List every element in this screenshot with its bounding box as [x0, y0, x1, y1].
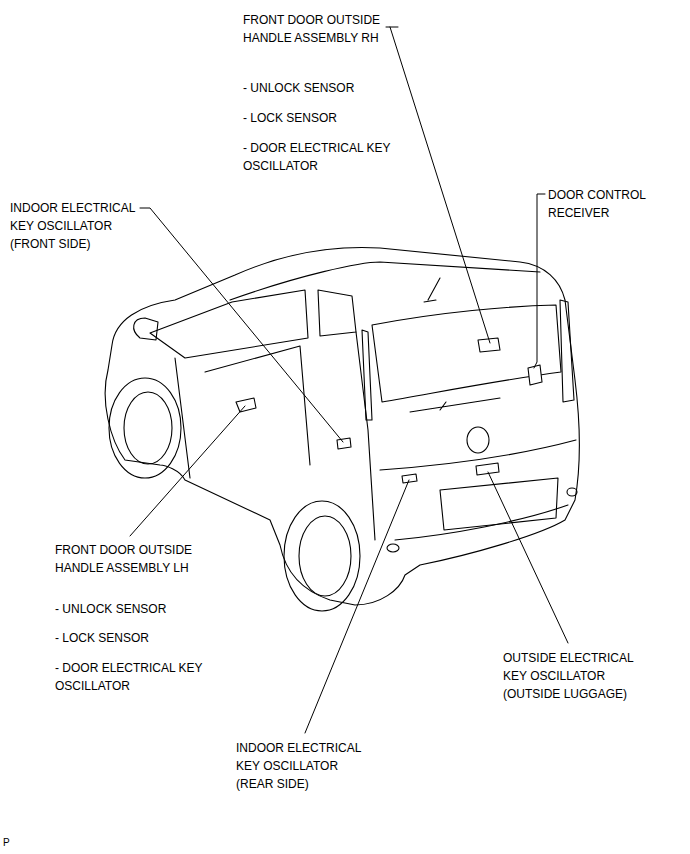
door-line: [175, 358, 190, 478]
callout-label: INDOOR ELECTRICAL KEY OSCILLATOR (REAR S…: [236, 739, 374, 793]
leader-line: [140, 208, 343, 442]
leader-line: [386, 27, 490, 343]
front-wheel-rim: [124, 392, 172, 464]
callout-label: OUTSIDE ELECTRICAL KEY OSCILLATOR (OUTSI…: [503, 649, 648, 703]
door-control-receiver: [528, 365, 542, 385]
callout-label: - UNLOCK SENSOR: [55, 600, 225, 618]
key-oscillator: [476, 463, 499, 475]
callout-label: FRONT DOOR OUTSIDE HANDLE ASSEMBLY RH: [243, 11, 393, 47]
callout-label: - LOCK SENSOR: [243, 109, 413, 127]
rear-bumper: [395, 505, 568, 540]
callout-label: DOOR CONTROL RECEIVER: [548, 186, 663, 222]
callout-label: INDOOR ELECTRICAL KEY OSCILLATOR (FRONT …: [10, 199, 148, 253]
body-line: [230, 262, 540, 300]
door-line: [205, 346, 310, 465]
reflector: [567, 488, 577, 496]
leader-line: [534, 194, 545, 368]
callout-label: - DOOR ELECTRICAL KEY OSCILLATOR: [55, 659, 220, 695]
callout-label: FRONT DOOR OUTSIDE HANDLE ASSEMBLY LH: [55, 541, 205, 577]
door-mirror: [134, 318, 158, 340]
license-plate: [440, 478, 558, 530]
rear-wiper: [410, 398, 500, 412]
tail-light: [362, 330, 372, 420]
emblem: [467, 427, 489, 453]
tail-light: [560, 300, 574, 402]
side-window: [318, 290, 356, 336]
antenna: [424, 278, 440, 302]
side-window: [150, 290, 308, 358]
body-line: [356, 332, 375, 540]
rear-wheel-rim: [299, 516, 351, 596]
callout-label: - DOOR ELECTRICAL KEY OSCILLATOR: [243, 139, 408, 175]
leader-line: [488, 472, 568, 643]
rear-wheel: [284, 501, 360, 611]
leader-line: [130, 406, 245, 536]
key-oscillator: [402, 474, 417, 483]
callout-label: - UNLOCK SENSOR: [243, 79, 413, 97]
reflector: [387, 544, 399, 552]
door-handle: [236, 398, 256, 412]
key-oscillator: [337, 438, 351, 449]
leader-line: [305, 480, 409, 733]
callout-label: - LOCK SENSOR: [55, 629, 225, 647]
rear-window: [372, 305, 561, 402]
page-mark: P: [3, 834, 33, 852]
front-wheel: [109, 378, 181, 478]
